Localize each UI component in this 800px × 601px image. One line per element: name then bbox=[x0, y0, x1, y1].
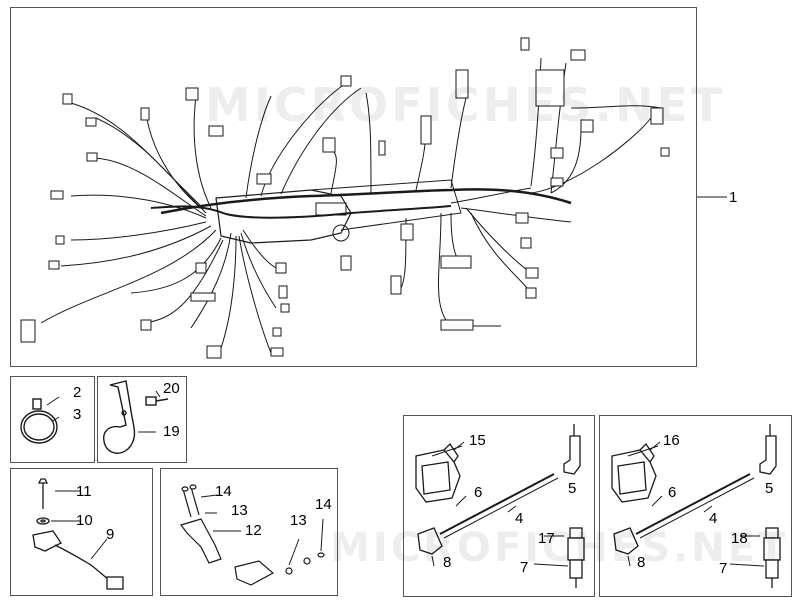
ref-number: 4 bbox=[709, 510, 718, 527]
wiring-harness-icon bbox=[20, 37, 670, 359]
ref-number: 10 bbox=[76, 512, 93, 529]
ignition-panel-left bbox=[403, 415, 595, 597]
ref-number: 8 bbox=[637, 554, 646, 571]
clamp-strap-icon bbox=[20, 396, 60, 444]
ref-number: 16 bbox=[663, 432, 680, 449]
ref-number: 17 bbox=[538, 530, 555, 547]
cable-bracket-icon bbox=[103, 380, 169, 454]
ref-number: 19 bbox=[163, 423, 180, 440]
ref-number: 7 bbox=[520, 559, 529, 576]
ref-number: 12 bbox=[245, 522, 262, 539]
ref-number: 11 bbox=[76, 483, 92, 500]
ignition-panel-right bbox=[599, 415, 792, 597]
ref-number: 9 bbox=[106, 526, 115, 543]
ref-number: 5 bbox=[765, 480, 774, 497]
ref-number: 3 bbox=[73, 406, 82, 423]
ref-number: 14 bbox=[315, 496, 332, 513]
ref-number: 15 bbox=[469, 432, 486, 449]
ref-number: 6 bbox=[668, 484, 677, 501]
ref-number: 20 bbox=[163, 380, 180, 397]
bracket-panel bbox=[97, 376, 187, 463]
ref-number: 8 bbox=[443, 554, 452, 571]
ref-number: 18 bbox=[731, 530, 748, 547]
ref-number: 7 bbox=[719, 560, 728, 577]
screw-icon bbox=[180, 484, 325, 586]
ref-number: 1 bbox=[729, 189, 738, 206]
ref-number: 13 bbox=[290, 512, 307, 529]
ref-number: 4 bbox=[515, 510, 524, 527]
sensor-icon bbox=[32, 478, 124, 590]
ref-number: 6 bbox=[474, 484, 483, 501]
ref-number: 5 bbox=[568, 480, 577, 497]
ref-number: 13 bbox=[231, 502, 248, 519]
ignition-coil-icon bbox=[415, 424, 585, 588]
clamp-panel bbox=[10, 376, 95, 463]
bracket-screws-panel bbox=[160, 468, 338, 596]
ref-number: 2 bbox=[73, 384, 82, 401]
ref-number: 14 bbox=[215, 483, 232, 500]
spark-plug-icon bbox=[611, 424, 781, 588]
main-harness-panel bbox=[10, 7, 697, 367]
sensor-panel bbox=[10, 468, 153, 596]
